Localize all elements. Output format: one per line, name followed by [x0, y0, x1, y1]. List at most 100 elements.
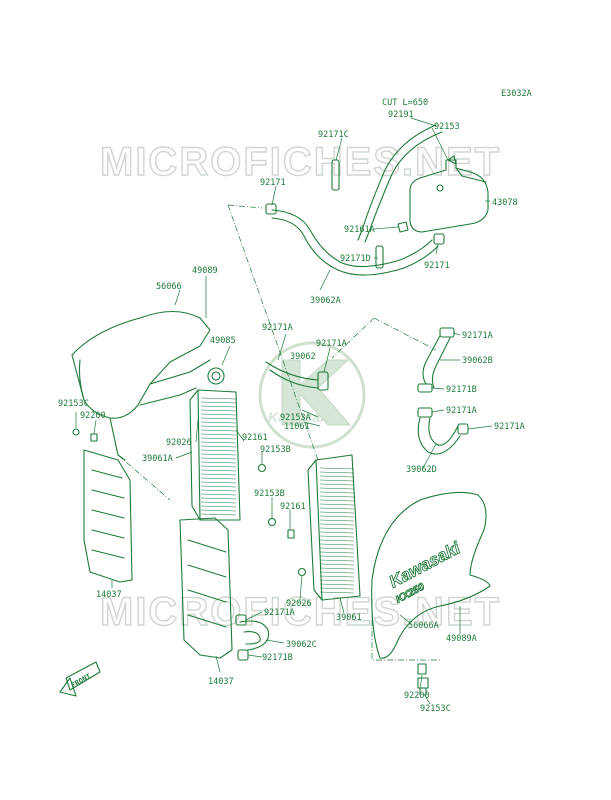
bolt-92153c-left [72, 428, 80, 436]
grommet-92161 [287, 529, 295, 539]
label-92153: 92153 [434, 122, 460, 132]
clamp-92171a-r1 [439, 327, 455, 338]
label-49085: 49085 [210, 336, 236, 346]
radiator-fin [319, 591, 355, 594]
front-arrow-icon: FRONT [59, 661, 101, 697]
label-39061a: 39061A [142, 454, 173, 464]
label-92161-2: 92161 [280, 502, 306, 512]
left-shroud-inner [139, 359, 211, 406]
radiator-fin [200, 453, 237, 456]
radiator-fin [200, 429, 237, 432]
radiator-fin [200, 401, 237, 404]
label-92153b-2: 92153B [254, 489, 285, 499]
left-shroud-edge [78, 359, 126, 461]
label-92153c-2: 92153C [420, 704, 451, 714]
radiator-fin [319, 575, 355, 578]
radiator-fin [200, 413, 237, 416]
radiator-fin [200, 473, 237, 476]
bolt-92153b-1 [257, 463, 267, 473]
radiator-fin [200, 493, 237, 496]
shroud-brand: Kawasaki [386, 538, 464, 592]
leader-lines [75, 117, 493, 705]
label-39062: 39062 [290, 352, 316, 362]
clamp-92171b-b [237, 649, 249, 661]
clamp-92171d [375, 245, 384, 269]
radiator-fin [319, 579, 355, 582]
label-92191: 92191 [388, 110, 414, 120]
radiator-fin [319, 467, 355, 470]
radiator-fin [319, 535, 355, 538]
label-39062d: 39062D [406, 465, 437, 475]
clamp-92171-right [433, 233, 445, 245]
clamp-92171b-r1 [417, 383, 433, 393]
radiator-fin [319, 551, 355, 554]
radiator-fin [200, 417, 237, 420]
hose-39062c [239, 620, 270, 651]
radiator-fin [319, 511, 355, 514]
radiator-fin [319, 491, 355, 494]
radiator-fin [200, 397, 237, 400]
radiator-fin [319, 567, 355, 570]
radiator-fin [319, 475, 355, 478]
label-14037-1: 14037 [96, 590, 122, 600]
radiator-fin [319, 515, 355, 518]
radiator-fin [200, 457, 237, 460]
clamp-92171a-r2 [417, 407, 433, 418]
radiator-fin [319, 543, 355, 546]
radiator-fin [319, 527, 355, 530]
clip-92161a [397, 221, 409, 233]
collar-92026-right [297, 567, 307, 577]
label-92161a: 92161A [344, 225, 375, 235]
radiator-fin [319, 479, 355, 482]
logo-text: Kawasaki [268, 409, 333, 425]
radiator-fin [200, 409, 237, 412]
left-louver [83, 449, 133, 583]
radiator-fin [319, 555, 355, 558]
label-92171a-6: 92171A [264, 608, 295, 618]
label-92161-1: 92161 [242, 433, 268, 443]
label-39062b: 39062B [462, 356, 493, 366]
radiator-fin [319, 495, 355, 498]
right-shroud [371, 491, 491, 659]
radiator-fin [200, 513, 237, 516]
watermark-bottom: MICROFICHES.NET [100, 590, 501, 634]
label-92026-1: 92026 [166, 438, 192, 448]
tank-edge [455, 167, 487, 183]
clamp-92171a-r3 [457, 423, 469, 435]
label-49089a: 49089A [446, 634, 477, 644]
radiator-fin [319, 559, 355, 562]
tank-cap [436, 184, 444, 192]
hose-39062 [265, 361, 319, 389]
radiator-fin [200, 501, 237, 504]
front-arrow-label: FRONT [70, 672, 92, 689]
radiator-fin [200, 497, 237, 500]
clamp-92171c [331, 159, 340, 191]
label-92171-right: 92171 [424, 261, 450, 271]
watermark-top: MICROFICHES.NET [100, 140, 501, 184]
overflow-hose [357, 124, 443, 243]
clamp-92171-top [265, 203, 277, 215]
kawasaki-logo: Kawasaki [258, 341, 366, 449]
label-92026-2: 92026 [286, 599, 312, 609]
hose-39062a [271, 209, 439, 276]
radiator-fin [319, 503, 355, 506]
label-14037-2: 14037 [208, 677, 234, 687]
label-56066: 56066 [156, 282, 182, 292]
center-louver-slats [187, 539, 227, 628]
label-92200-2: 92200 [404, 691, 430, 701]
label-92171b-1: 92171B [446, 385, 477, 395]
radiator-fin [200, 477, 237, 480]
label-92171b-2: 92171B [262, 653, 293, 663]
radiator-fin [200, 421, 237, 424]
radiator-fin [200, 445, 237, 448]
label-92171c: 92171C [318, 130, 349, 140]
label-56066a: 56066A [408, 621, 439, 631]
hose-39062b [422, 335, 451, 389]
clamp-92171a-c [317, 371, 329, 391]
radiator-fin [319, 547, 355, 550]
radiator-fin [319, 583, 355, 586]
ref-code: E3032A [501, 89, 532, 99]
label-39062c: 39062C [286, 640, 317, 650]
radiator-fin [319, 519, 355, 522]
